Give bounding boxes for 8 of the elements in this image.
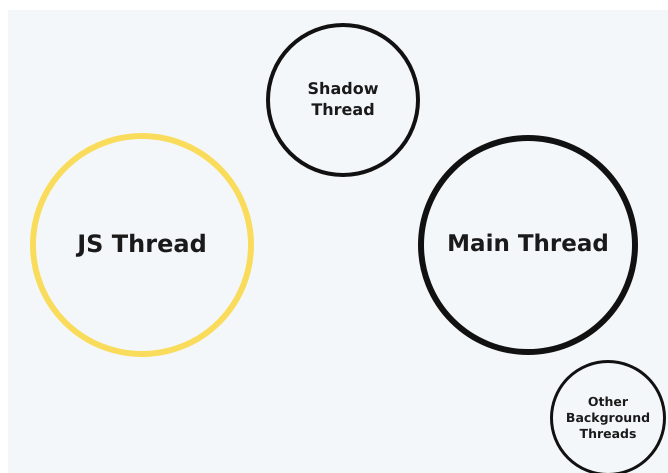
- thread-circle: [30, 133, 254, 357]
- thread-label: Shadow Thread: [306, 79, 380, 121]
- thread-circle: [266, 23, 420, 177]
- thread-label: Main Thread: [447, 230, 609, 260]
- thread-circle: [418, 135, 638, 355]
- thread-circle: [550, 360, 666, 473]
- thread-label: JS Thread: [77, 229, 207, 260]
- thread-label: Other Background Threads: [564, 394, 652, 442]
